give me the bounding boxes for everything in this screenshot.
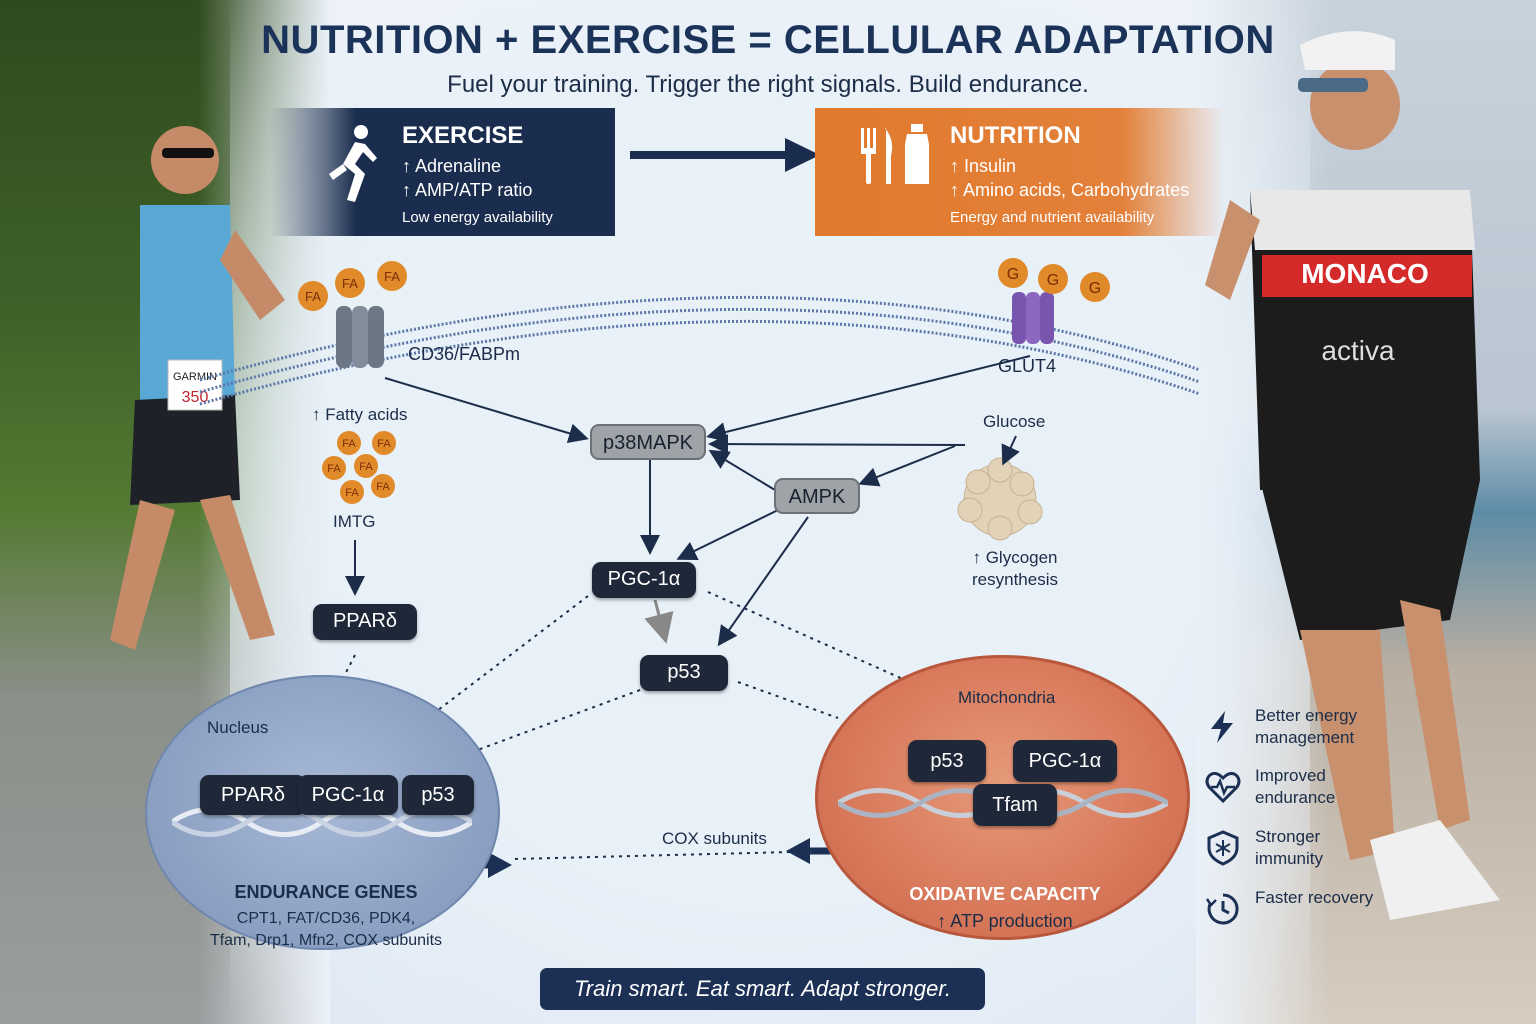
benefit-energy-text: Better energy management <box>1255 706 1358 747</box>
nutrition-line-2: ↑ Amino acids, Carbohydrates <box>950 180 1190 200</box>
cd36-transporter <box>336 306 384 368</box>
fa-molecules-membrane: FA FA FA <box>298 261 407 311</box>
glycogen-label: ↑ Glycogen resynthesis <box>972 548 1058 589</box>
mito-p53: p53 <box>908 740 986 782</box>
runner-icon <box>329 125 377 202</box>
endurance-genes-line-1: CPT1, FAT/CD36, PDK4, <box>236 910 416 927</box>
cox-subunits-label: COX subunits <box>662 829 767 848</box>
nutrition-note: Energy and nutrient availability <box>950 209 1155 226</box>
nutrition-title: NUTRITION <box>950 122 1081 149</box>
svg-text:FA: FA <box>345 487 359 499</box>
page-title: NUTRITION + EXERCISE = CELLULAR ADAPTATI… <box>261 18 1275 62</box>
exercise-banner: EXERCISE ↑ Adrenaline ↑ AMP/ATP ratio Lo… <box>270 108 615 236</box>
nucleus-ppard: PPARδ <box>200 775 306 815</box>
svg-text:FA: FA <box>359 461 373 473</box>
benefit-energy: Better energy management <box>1205 705 1365 761</box>
nucleus-pgc1a: PGC-1α <box>298 775 398 815</box>
benefit-endurance-text: Improved endurance <box>1255 766 1336 807</box>
exercise-note: Low energy availability <box>402 209 553 226</box>
glycogen-granule <box>957 457 1043 541</box>
exercise-line-2: ↑ AMP/ATP ratio <box>402 180 533 200</box>
benefit-recovery-text: Faster recovery <box>1255 888 1374 907</box>
mito-tfam: Tfam <box>973 784 1057 826</box>
mito-pgc1a: PGC-1α <box>1013 740 1117 782</box>
imtg-label: IMTG <box>333 512 376 531</box>
utensils-bottle-icon <box>861 124 929 184</box>
bib-number: 350 <box>182 389 209 406</box>
oxidative-capacity-title: OXIDATIVE CAPACITY <box>909 884 1101 904</box>
nutrition-banner: NUTRITION ↑ Insulin ↑ Amino acids, Carbo… <box>815 108 1225 236</box>
fatty-acids-label: ↑ Fatty acids <box>312 405 408 424</box>
svg-text:FA: FA <box>327 463 341 475</box>
exercise-title: EXERCISE <box>402 122 524 149</box>
svg-text:FA: FA <box>342 276 358 291</box>
svg-text:G: G <box>1089 280 1101 297</box>
svg-text:FA: FA <box>342 438 356 450</box>
nutrition-line-1: ↑ Insulin <box>950 156 1017 176</box>
left-runner-figure: GARMIN 350 <box>110 126 285 650</box>
right-runner-figure: MONACO activa <box>1205 31 1500 920</box>
heart-pulse-icon <box>1205 771 1241 804</box>
svg-text:FA: FA <box>376 481 390 493</box>
nucleus-p53: p53 <box>402 775 474 815</box>
lightning-icon <box>1211 711 1233 743</box>
glucose-molecules: G G G <box>998 258 1110 302</box>
jersey-brand: activa <box>1321 335 1395 366</box>
glut4-label: GLUT4 <box>998 356 1057 376</box>
svg-text:FA: FA <box>305 289 321 304</box>
svg-text:FA: FA <box>377 438 391 450</box>
node-ampk: AMPK <box>774 478 860 514</box>
jersey-text: MONACO <box>1301 258 1429 289</box>
bib-brand: GARMIN <box>173 371 217 383</box>
endurance-genes-title: ENDURANCE GENES <box>234 882 418 902</box>
nucleus-label: Nucleus <box>207 718 269 737</box>
node-pgc1a: PGC-1α <box>592 562 696 598</box>
cd36-label: CD36/FABPm <box>408 344 521 364</box>
cell-membrane <box>199 295 1201 406</box>
footer-tagline: Train smart. Eat smart. Adapt stronger. <box>540 968 985 1010</box>
shield-icon <box>1207 830 1239 866</box>
endurance-genes-line-2: Tfam, Drp1, Mfn2, COX subunits <box>209 932 443 949</box>
benefit-immunity: Stronger immunity <box>1205 826 1365 882</box>
clock-icon <box>1205 893 1239 925</box>
svg-text:G: G <box>1047 272 1059 289</box>
signal-arrows <box>345 355 1031 647</box>
imtg-fa-cluster: FA FA FA FA FA FA <box>322 431 396 504</box>
exercise-line-1: ↑ Adrenaline <box>402 156 502 176</box>
svg-text:FA: FA <box>384 269 400 284</box>
benefit-immunity-text: Stronger immunity <box>1255 827 1324 868</box>
glut4-transporter <box>1012 292 1054 344</box>
benefit-recovery: Faster recovery <box>1205 887 1373 943</box>
benefit-endurance: Improved endurance <box>1205 765 1365 821</box>
page-subtitle: Fuel your training. Trigger the right si… <box>447 71 1089 98</box>
mitochondria-label: Mitochondria <box>958 688 1056 707</box>
atp-production-label: ↑ ATP production <box>937 911 1073 931</box>
node-p38mapk: p38MAPK <box>590 424 706 460</box>
node-ppard: PPARδ <box>313 604 417 640</box>
glucose-label: Glucose <box>983 412 1046 431</box>
node-p53: p53 <box>640 655 728 691</box>
header: NUTRITION + EXERCISE = CELLULAR ADAPTATI… <box>0 18 1536 99</box>
svg-text:G: G <box>1007 266 1019 283</box>
